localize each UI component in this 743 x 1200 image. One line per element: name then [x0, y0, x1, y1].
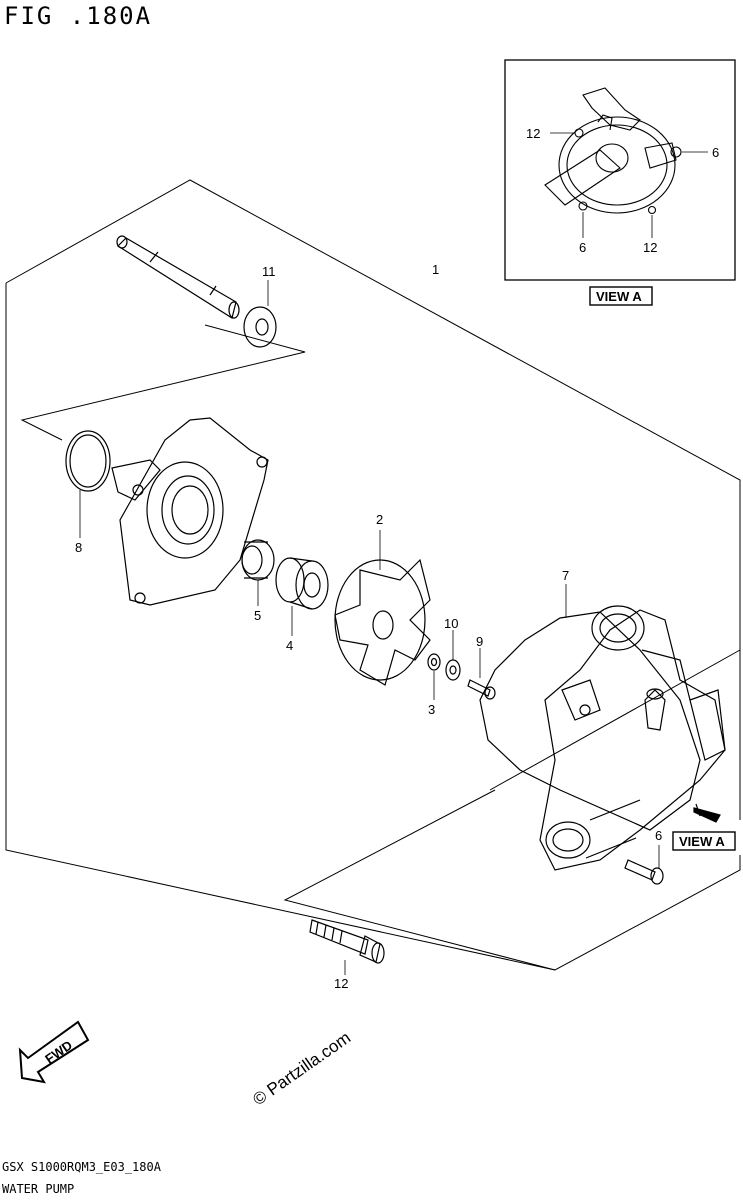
callout-2: 2: [376, 512, 383, 527]
callout-10: 10: [444, 616, 458, 631]
bolt-9: [467, 679, 496, 700]
assembly-boundary-left: [5, 283, 556, 971]
diagram-caption: WATER PUMP: [2, 1182, 75, 1196]
callout-1: 1: [432, 262, 439, 277]
callout-8: 8: [75, 540, 82, 555]
figure-title: FIG .180A: [4, 2, 153, 30]
view-a-label-box-main: [672, 831, 736, 851]
callout-11: 11: [262, 264, 276, 279]
inset-callout-6-right: 6: [712, 145, 719, 160]
view-a-label-box-top: [589, 286, 653, 306]
washer-11: [243, 306, 277, 348]
washer-3: [427, 653, 441, 671]
inset-callout-12-top: 12: [526, 126, 540, 141]
diagram-code: GSX S1000RQM3_E03_180A: [2, 1160, 161, 1174]
callout-3: 3: [428, 702, 435, 717]
pump-cover: [539, 605, 726, 871]
inset-frame: [504, 59, 736, 281]
fwd-label: FWD: [42, 1037, 75, 1066]
callout-5: 5: [254, 608, 261, 623]
callout-6: 6: [655, 828, 662, 843]
gasket-7: [479, 611, 701, 831]
o-ring-8: [65, 430, 111, 492]
view-a-label-main: VIEW A: [679, 834, 725, 849]
bolt-12: [309, 919, 385, 964]
inset-callout-12-bottom: 12: [643, 240, 657, 255]
inset-pump-drawing: [544, 87, 682, 215]
fwd-arrow: [18, 1020, 90, 1084]
bolt-6: [624, 859, 664, 885]
mechanical-seal-4: [275, 557, 329, 610]
pump-housing-plate: [111, 417, 269, 606]
inset-callout-6-bottom: 6: [579, 240, 586, 255]
callout-7: 7: [562, 568, 569, 583]
callout-4: 4: [286, 638, 293, 653]
callout-9: 9: [476, 634, 483, 649]
callout-12: 12: [334, 976, 348, 991]
view-a-label-top: VIEW A: [596, 289, 642, 304]
watermark: © Partzilla.com: [249, 1028, 354, 1109]
shaft-part: [116, 235, 240, 319]
view-a-arrow: [693, 803, 721, 823]
zigzag-line: [20, 324, 306, 441]
